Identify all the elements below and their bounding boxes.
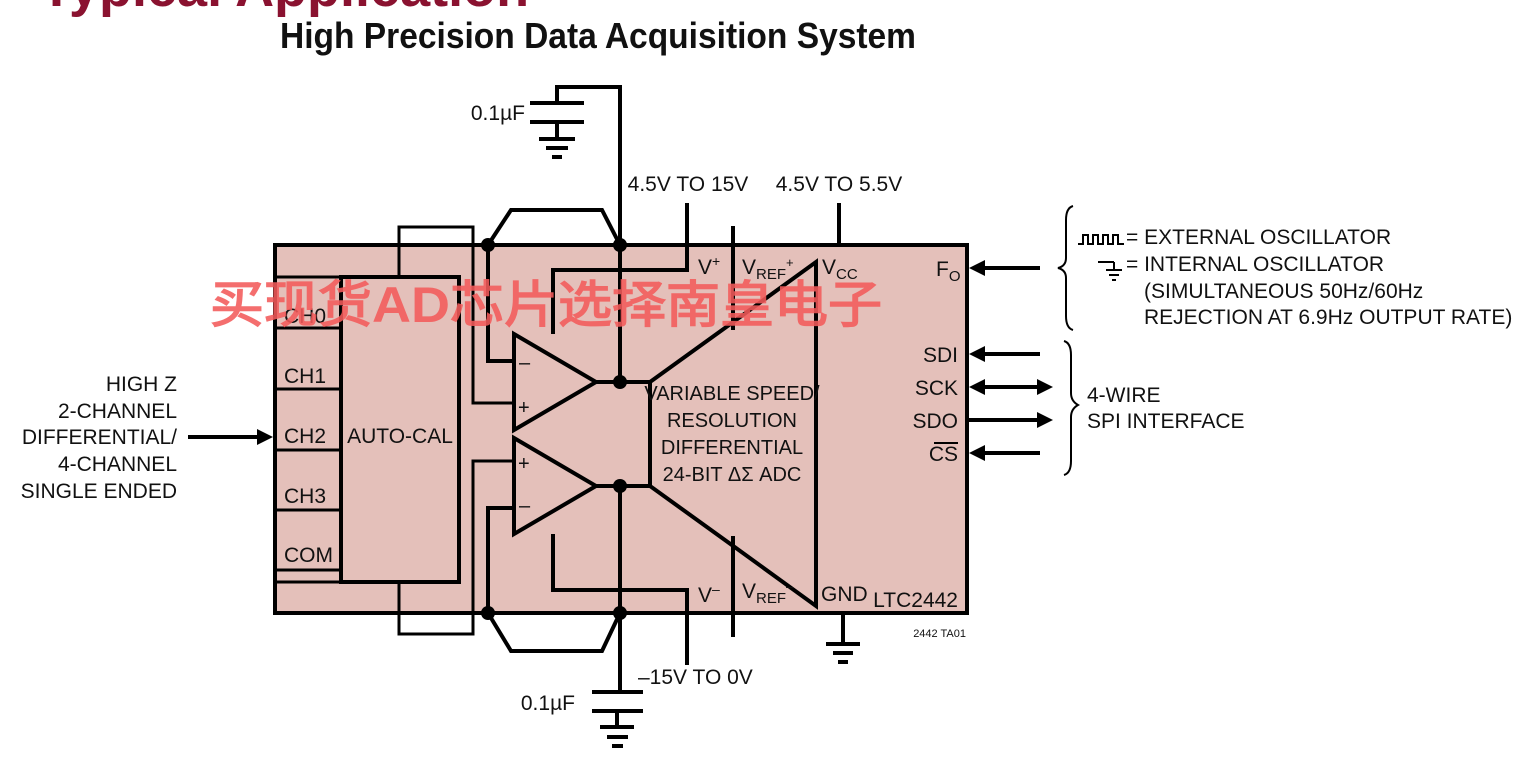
bottom-amp-inv-pin: – [519,495,531,517]
pin-cs: CS [929,443,958,466]
pin-sdi: SDI [923,344,958,367]
adc-label-line: DIFFERENTIAL [661,437,803,459]
top-cap-wire [555,85,622,245]
vplus-range: 4.5V TO 15V [628,173,749,196]
input-note-line: HIGH Z [106,373,177,396]
bottom-cap-value: 0.1µF [521,692,575,715]
external-oscillator-note: = EXTERNAL OSCILLATOR [1126,226,1391,249]
spi-note-line: 4-WIRE [1087,384,1161,407]
figure-id: 2442 TA01 [913,628,966,640]
bottom-amplifier [512,434,600,538]
channel-ch0: CH0 [284,305,326,328]
adc-label-line: VARIABLE SPEED/ [644,383,820,405]
pin-vplus: V+ [698,253,720,279]
input-note-line: DIFFERENTIAL/ [22,426,177,449]
pin-gnd: GND [821,583,868,606]
top-amp-noninv-pin: + [518,397,530,419]
section-title-cropped: Typical Application [40,0,529,18]
sck-arrow [969,379,1053,395]
top-capacitor [530,101,584,159]
cs-arrow [969,445,1040,461]
oscillator-brace [1057,205,1074,331]
oscillator-detail-line: REJECTION AT 6.9Hz OUTPUT RATE) [1144,306,1512,329]
adc-label-line: 24-BIT ΔΣ ADC [663,464,802,486]
bottom-capacitor [592,690,643,748]
watermark: 买现货AD芯片选择南皇电子 [210,277,882,333]
spi-brace [1063,340,1081,476]
bottom-amp-feedback [486,506,514,613]
autocal-top-loop [397,225,514,405]
vcc-range: 4.5V TO 5.5V [776,173,902,196]
top-cap-value: 0.1µF [471,102,525,125]
auto-cal-label: AUTO-CAL [347,425,453,448]
junction-dot [613,375,627,389]
autocal-bottom-loop [397,459,514,636]
input-note-line: 4-CHANNEL [58,453,177,476]
adc-block [648,258,818,610]
pin-vcc: VCC [822,256,858,283]
channel-ch1: CH1 [284,365,326,388]
top-jumper [486,208,622,247]
junction-dot [481,606,495,620]
vminus-wire [551,534,689,665]
pin-vref-minus: VREF– [742,579,794,607]
top-amp-inv-pin: – [519,352,531,374]
adc-label-line: RESOLUTION [667,410,797,432]
bottom-jumper [486,611,622,653]
pin-vminus: V– [698,581,720,607]
square-wave-icon [1078,234,1124,245]
top-amplifier [512,330,600,434]
input-arrow [188,429,273,445]
sdo-arrow [967,412,1053,428]
sdi-arrow [969,346,1040,362]
junction-dot [613,479,627,493]
part-number: LTC2442 [873,589,958,612]
internal-oscillator-note: = INTERNAL OSCILLATOR [1126,253,1384,276]
oscillator-detail-line: (SIMULTANEOUS 50Hz/60Hz [1144,280,1423,303]
bottom-amp-noninv-pin: + [518,453,530,475]
gnd-symbol [826,613,860,664]
input-note-line: 2-CHANNEL [58,400,177,423]
pin-fo: FO [936,258,961,285]
vminus-range: –15V TO 0V [638,666,753,689]
spi-note-line: SPI INTERFACE [1087,410,1245,433]
fo-arrow [969,260,1040,276]
input-note-line: SINGLE ENDED [21,480,177,503]
channel-com: COM [284,544,333,567]
vplus-wire [551,203,689,334]
channel-ch3: CH3 [284,485,326,508]
pin-sdo: SDO [912,410,958,433]
channel-ch2: CH2 [284,425,326,448]
junction-dot [481,238,495,252]
ground-icon [1098,261,1122,281]
figure-title: High Precision Data Acquisition System [280,15,916,56]
pin-sck: SCK [915,377,958,400]
top-amp-feedback [486,245,514,363]
pin-vref-plus: VREF+ [742,255,794,283]
